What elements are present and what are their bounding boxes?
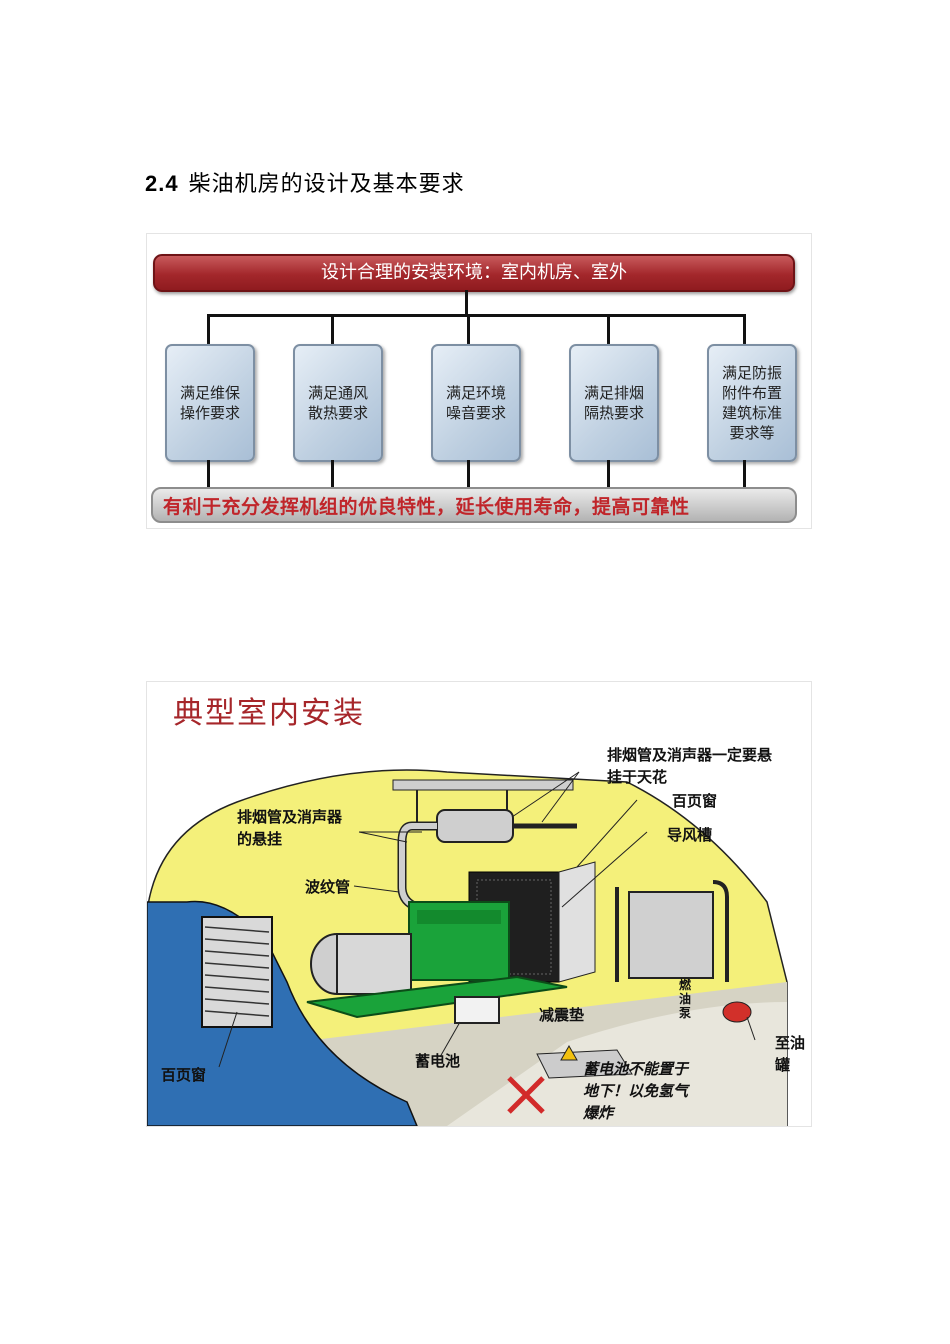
requirement-box-ventilation: 满足通风散热要求	[293, 344, 383, 462]
section-title: 柴油机房的设计及基本要求	[189, 172, 465, 197]
requirement-box-vibration: 满足防振附件布置建筑标准要求等	[707, 344, 797, 462]
connector-line	[331, 314, 334, 346]
air-duct	[559, 862, 595, 982]
label-battery-warning: 蓄电池不能置于地下！以免氢气爆炸	[583, 1058, 701, 1124]
connector-line	[207, 314, 210, 346]
requirement-text: 满足防振附件布置建筑标准要求等	[717, 363, 787, 443]
requirement-text: 满足通风散热要求	[303, 383, 373, 423]
connector-line	[467, 460, 470, 488]
label-louver-left: 百页窗	[161, 1064, 206, 1086]
requirement-text: 满足维保操作要求	[175, 383, 245, 423]
muffler	[437, 810, 513, 842]
section-heading: 2.4 柴油机房的设计及基本要求	[145, 166, 465, 198]
diagram-banner: 设计合理的安装环境：室内机房、室外	[153, 254, 795, 292]
section-number: 2.4	[145, 171, 179, 196]
fuel-pump	[723, 1002, 751, 1022]
connector-line	[743, 460, 746, 488]
requirements-diagram: 设计合理的安装环境：室内机房、室外 满足维保操作要求 满足通风散热要求 满足环境…	[146, 233, 812, 529]
connector-line	[467, 314, 470, 346]
ceiling-bracket	[393, 780, 573, 790]
requirement-box-maintenance: 满足维保操作要求	[165, 344, 255, 462]
connector-bar	[207, 314, 743, 317]
label-fuel-pump: 燃油泵	[679, 978, 695, 1020]
connector-line	[465, 290, 468, 316]
requirement-box-noise: 满足环境噪音要求	[431, 344, 521, 462]
label-exhaust-hanging: 排烟管及消声器的悬挂	[237, 806, 353, 850]
battery	[455, 997, 499, 1023]
label-battery: 蓄电池	[415, 1050, 460, 1072]
illustration-title: 典型室内安装	[173, 688, 365, 732]
diagram-footer: 有利于充分发挥机组的优良特性，延长使用寿命，提高可靠性	[151, 487, 797, 523]
fuel-tank	[629, 892, 713, 978]
left-louver-frame	[202, 917, 272, 1027]
connector-line	[331, 460, 334, 488]
requirement-text: 满足环境噪音要求	[441, 383, 511, 423]
label-to-oil-tank: 至油罐	[775, 1032, 807, 1076]
connector-line	[207, 460, 210, 488]
label-air-duct: 导风槽	[667, 824, 712, 846]
connector-line	[607, 314, 610, 346]
label-damping-pad: 减震垫	[539, 1004, 584, 1026]
connector-line	[607, 460, 610, 488]
label-bellows: 波纹管	[305, 876, 350, 898]
installation-illustration: 典型室内安装 排烟管及消声器一定要悬挂于天花 百页窗 导风槽 排烟管及消声器的悬…	[146, 681, 812, 1127]
requirement-box-exhaust: 满足排烟隔热要求	[569, 344, 659, 462]
requirement-text: 满足排烟隔热要求	[579, 383, 649, 423]
label-louver-top: 百页窗	[672, 790, 717, 812]
label-exhaust-hanging-ceiling: 排烟管及消声器一定要悬挂于天花	[607, 744, 777, 788]
connector-line	[743, 314, 746, 346]
